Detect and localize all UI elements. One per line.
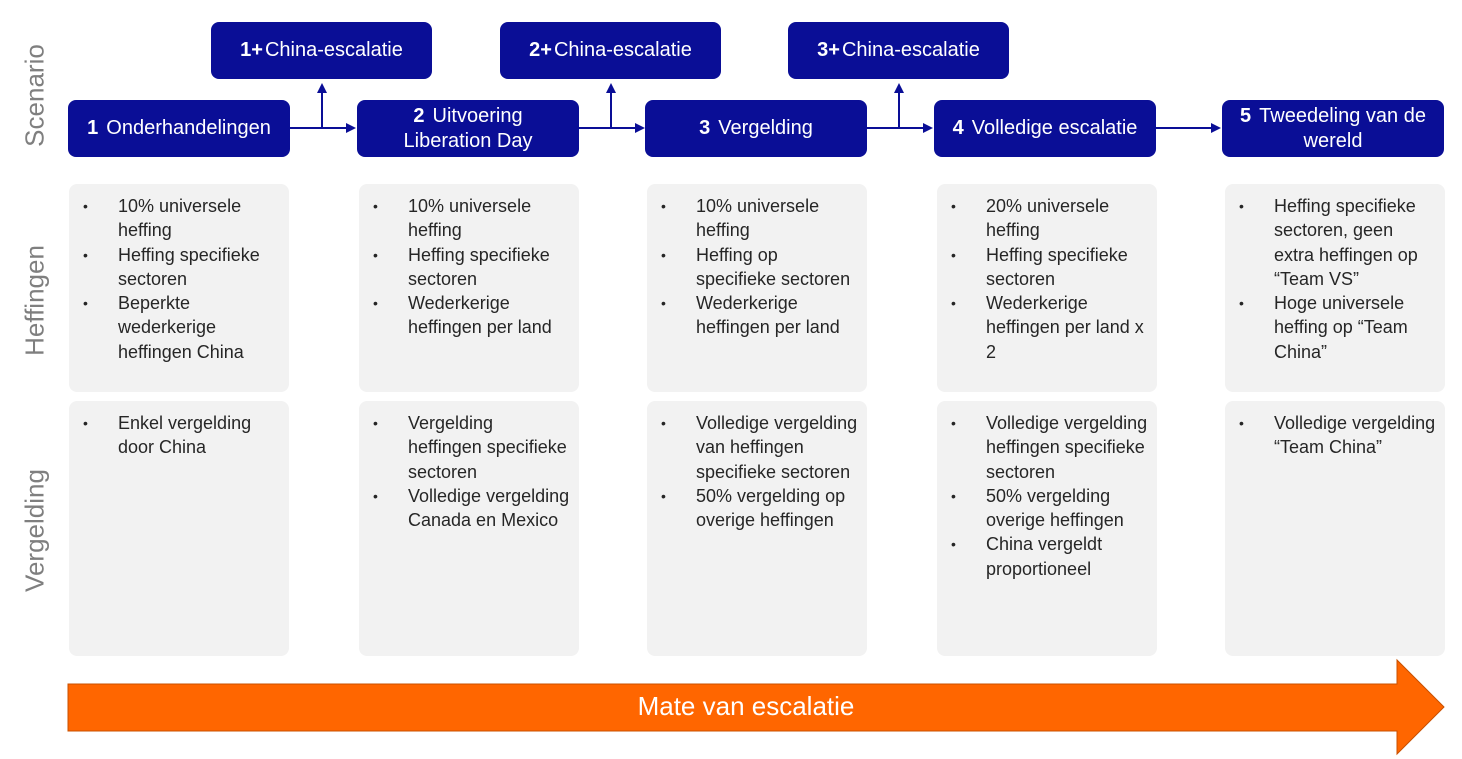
scenario-label: Onderhandelingen xyxy=(106,117,271,139)
list-item: Heffing specifieke sectoren, geen extra … xyxy=(1225,194,1437,291)
sub-scenario-3plus: 3+China-escalatie xyxy=(788,22,1009,79)
scenario-number: 5 xyxy=(1240,104,1252,127)
vergelding-card-4: Volledige vergelding heffingen specifiek… xyxy=(937,401,1157,656)
list-item: 20% universele heffing xyxy=(937,194,1149,243)
scenario-label: Uitvoering Liberation Day xyxy=(403,104,533,152)
scenario-label: Vergelding xyxy=(718,117,813,139)
sub-scenario-label: China-escalatie xyxy=(264,39,403,61)
list-item: 50% vergelding overige heffingen xyxy=(937,484,1149,533)
list-item: Heffing specifieke sectoren xyxy=(937,243,1149,292)
sub-scenario-label: China-escalatie xyxy=(553,39,692,61)
sub-scenario-1plus: 1+China-escalatie xyxy=(211,22,432,79)
heffingen-card-5: Heffing specifieke sectoren, geen extra … xyxy=(1225,184,1445,392)
list-item: 10% universele heffing xyxy=(359,194,571,243)
scenario-number: 3 xyxy=(699,117,711,139)
scenario-label: Volledige escalatie xyxy=(971,117,1138,139)
vergelding-card-3: Volledige vergelding van heffingen speci… xyxy=(647,401,867,656)
list-item: Volledige vergelding van heffingen speci… xyxy=(647,411,859,484)
scenario-1-box: 1 Onderhandelingen xyxy=(68,100,290,157)
sub-scenario-2plus: 2+China-escalatie xyxy=(500,22,721,79)
list-item: 10% universele heffing xyxy=(647,194,859,243)
list-item: Volledige vergelding “Team China” xyxy=(1225,411,1437,460)
list-item: China vergeldt proportioneel xyxy=(937,532,1149,581)
list-item: Enkel vergelding door China xyxy=(69,411,281,460)
scenario-number: 4 xyxy=(952,117,964,139)
sub-scenario-number: 3+ xyxy=(817,39,840,61)
list-item: Heffing specifieke sectoren xyxy=(69,243,281,292)
list-item: Wederkerige heffingen per land xyxy=(647,291,859,340)
scenario-label: Tweedeling van de wereld xyxy=(1259,104,1426,152)
heffingen-card-4: 20% universele heffing Heffing specifiek… xyxy=(937,184,1157,392)
list-item: Heffing op specifieke sectoren xyxy=(647,243,859,292)
heffingen-card-3: 10% universele heffing Heffing op specif… xyxy=(647,184,867,392)
scenario-number: 2 xyxy=(413,104,425,127)
list-item: Wederkerige heffingen per land x 2 xyxy=(937,291,1149,364)
vergelding-card-1: Enkel vergelding door China xyxy=(69,401,289,656)
heffingen-card-1: 10% universele heffing Heffing specifiek… xyxy=(69,184,289,392)
list-item: Wederkerige heffingen per land xyxy=(359,291,571,340)
scenario-number: 1 xyxy=(87,117,99,139)
sub-scenario-label: China-escalatie xyxy=(841,39,980,61)
list-item: 50% vergelding op overige heffingen xyxy=(647,484,859,533)
list-item: Beperkte wederkerige heffingen China xyxy=(69,291,281,364)
heffingen-card-2: 10% universele heffing Heffing specifiek… xyxy=(359,184,579,392)
list-item: Heffing specifieke sectoren xyxy=(359,243,571,292)
sub-scenario-number: 1+ xyxy=(240,39,263,61)
vergelding-card-5: Volledige vergelding “Team China” xyxy=(1225,401,1445,656)
vergelding-card-2: Vergelding heffingen specifieke sectoren… xyxy=(359,401,579,656)
escalation-label: Mate van escalatie xyxy=(637,691,855,721)
scenario-4-box: 4 Volledige escalatie xyxy=(934,100,1156,157)
list-item: Hoge universele heffing op “Team China” xyxy=(1225,291,1437,364)
scenario-5-box: 5 Tweedeling van de wereld xyxy=(1222,100,1444,157)
list-item: Volledige vergelding Canada en Mexico xyxy=(359,484,571,533)
scenario-3-box: 3 Vergelding xyxy=(645,100,867,157)
list-item: 10% universele heffing xyxy=(69,194,281,243)
sub-scenario-number: 2+ xyxy=(529,39,552,61)
list-item: Volledige vergelding heffingen specifiek… xyxy=(937,411,1149,484)
list-item: Vergelding heffingen specifieke sectoren xyxy=(359,411,571,484)
